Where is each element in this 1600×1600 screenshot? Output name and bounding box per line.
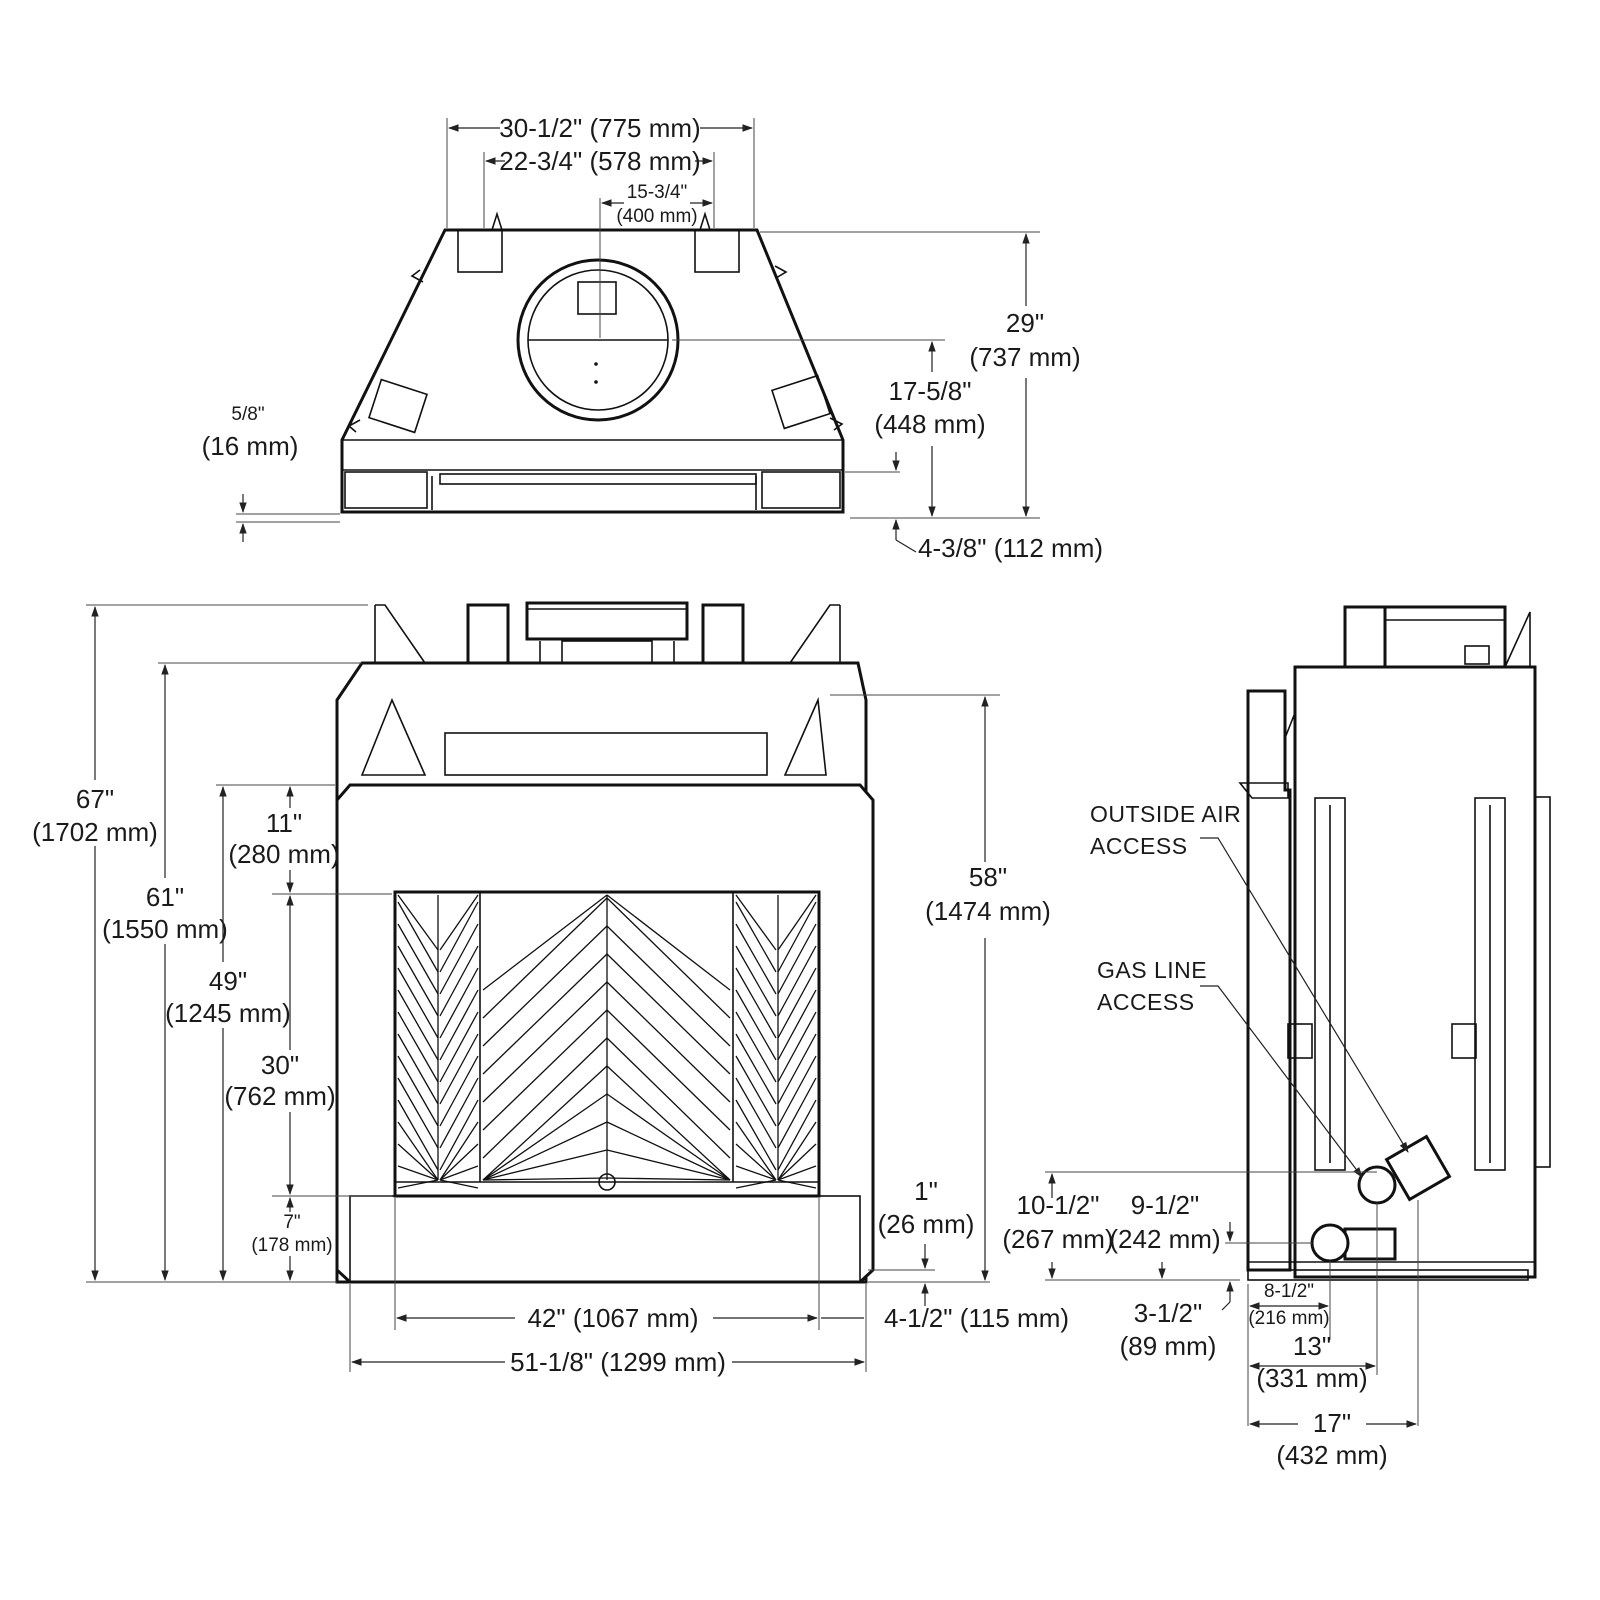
dim-cabinet-height-mm: (1550 mm) xyxy=(102,914,228,944)
dim-face-height: 49" xyxy=(209,966,247,996)
dim-air-height-mm: (267 mm) xyxy=(1002,1224,1113,1254)
flue-collar xyxy=(516,258,680,422)
dim-top-inner: 22-3/4" (578 mm) xyxy=(499,146,700,176)
dim-base-step-mm: (26 mm) xyxy=(878,1209,975,1239)
dim-flue-offset-mm: (400 mm) xyxy=(616,206,697,227)
dim-base-step: 1" xyxy=(914,1176,938,1206)
dim-flue-depth: 17-5/8" xyxy=(889,376,972,406)
dim-top-base-mm: (16 mm) xyxy=(202,431,299,461)
dim-overall-height-mm: (1702 mm) xyxy=(32,817,158,847)
dim-gas-low-mm: (89 mm) xyxy=(1120,1331,1217,1361)
dim-overall-width: 51-1/8" (1299 mm) xyxy=(510,1347,726,1377)
dim-gas-height-mm: (242 mm) xyxy=(1109,1224,1220,1254)
outside-air-label: OUTSIDE AIR xyxy=(1090,801,1241,827)
dim-opening-width: 42" (1067 mm) xyxy=(527,1303,698,1333)
dim-top-base: 5/8" xyxy=(231,404,264,425)
dim-air-x-mm: (331 mm) xyxy=(1256,1363,1367,1393)
dim-hearth: 7" xyxy=(283,1212,300,1233)
top-view: 30-1/2" (775 mm) 22-3/4" (578 mm) 15-3/4… xyxy=(202,113,1103,563)
dim-flue-depth-mm: (448 mm) xyxy=(874,409,985,439)
gas-line-label-2: ACCESS xyxy=(1097,989,1195,1015)
dim-side-depth: 17" xyxy=(1313,1408,1351,1438)
dim-gas-height: 9-1/2" xyxy=(1131,1190,1200,1220)
dim-hearth-mm: (178 mm) xyxy=(251,1235,332,1256)
dim-opening-height: 30" xyxy=(261,1050,299,1080)
dim-side-offset: 4-1/2" (115 mm) xyxy=(884,1303,1069,1333)
dim-opening-height-mm: (762 mm) xyxy=(224,1081,335,1111)
dim-cabinet-height: 61" xyxy=(146,882,184,912)
gas-line-access-port xyxy=(1310,1223,1397,1263)
outside-air-label-2: ACCESS xyxy=(1090,833,1188,859)
dim-top-gap: 11" xyxy=(266,808,302,838)
dim-overall-height: 67" xyxy=(76,784,114,814)
dim-gas-x: 8-1/2" xyxy=(1264,1281,1314,1302)
dim-top-depth-mm: (737 mm) xyxy=(969,342,1080,372)
dim-flue-height-mm: (1474 mm) xyxy=(925,896,1051,926)
dim-air-height: 10-1/2" xyxy=(1017,1190,1100,1220)
dim-flue-height: 58" xyxy=(969,862,1007,892)
herringbone-pattern xyxy=(397,894,817,1189)
dim-top-width: 30-1/2" (775 mm) xyxy=(499,113,700,143)
firebox-opening xyxy=(393,890,821,1198)
side-view: OUTSIDE AIR ACCESS GAS LINE ACCESS 10-1/… xyxy=(1002,605,1551,1470)
dim-top-gap-mm: (280 mm) xyxy=(228,839,339,869)
dim-gas-low: 3-1/2" xyxy=(1134,1298,1203,1328)
dim-side-depth-mm: (432 mm) xyxy=(1276,1440,1387,1470)
front-view: 67" (1702 mm) 61" (1550 mm) 49" (1245 mm… xyxy=(32,601,1069,1377)
dim-flue-offset: 15-3/4" xyxy=(627,182,688,203)
dim-face-height-mm: (1245 mm) xyxy=(165,998,291,1028)
dim-top-front: 4-3/8" (112 mm) xyxy=(918,533,1103,563)
gas-line-label: GAS LINE xyxy=(1097,957,1207,983)
dim-gas-x-mm: (216 mm) xyxy=(1248,1308,1329,1329)
dim-air-x: 13" xyxy=(1293,1331,1331,1361)
dim-top-depth: 29" xyxy=(1006,308,1044,338)
